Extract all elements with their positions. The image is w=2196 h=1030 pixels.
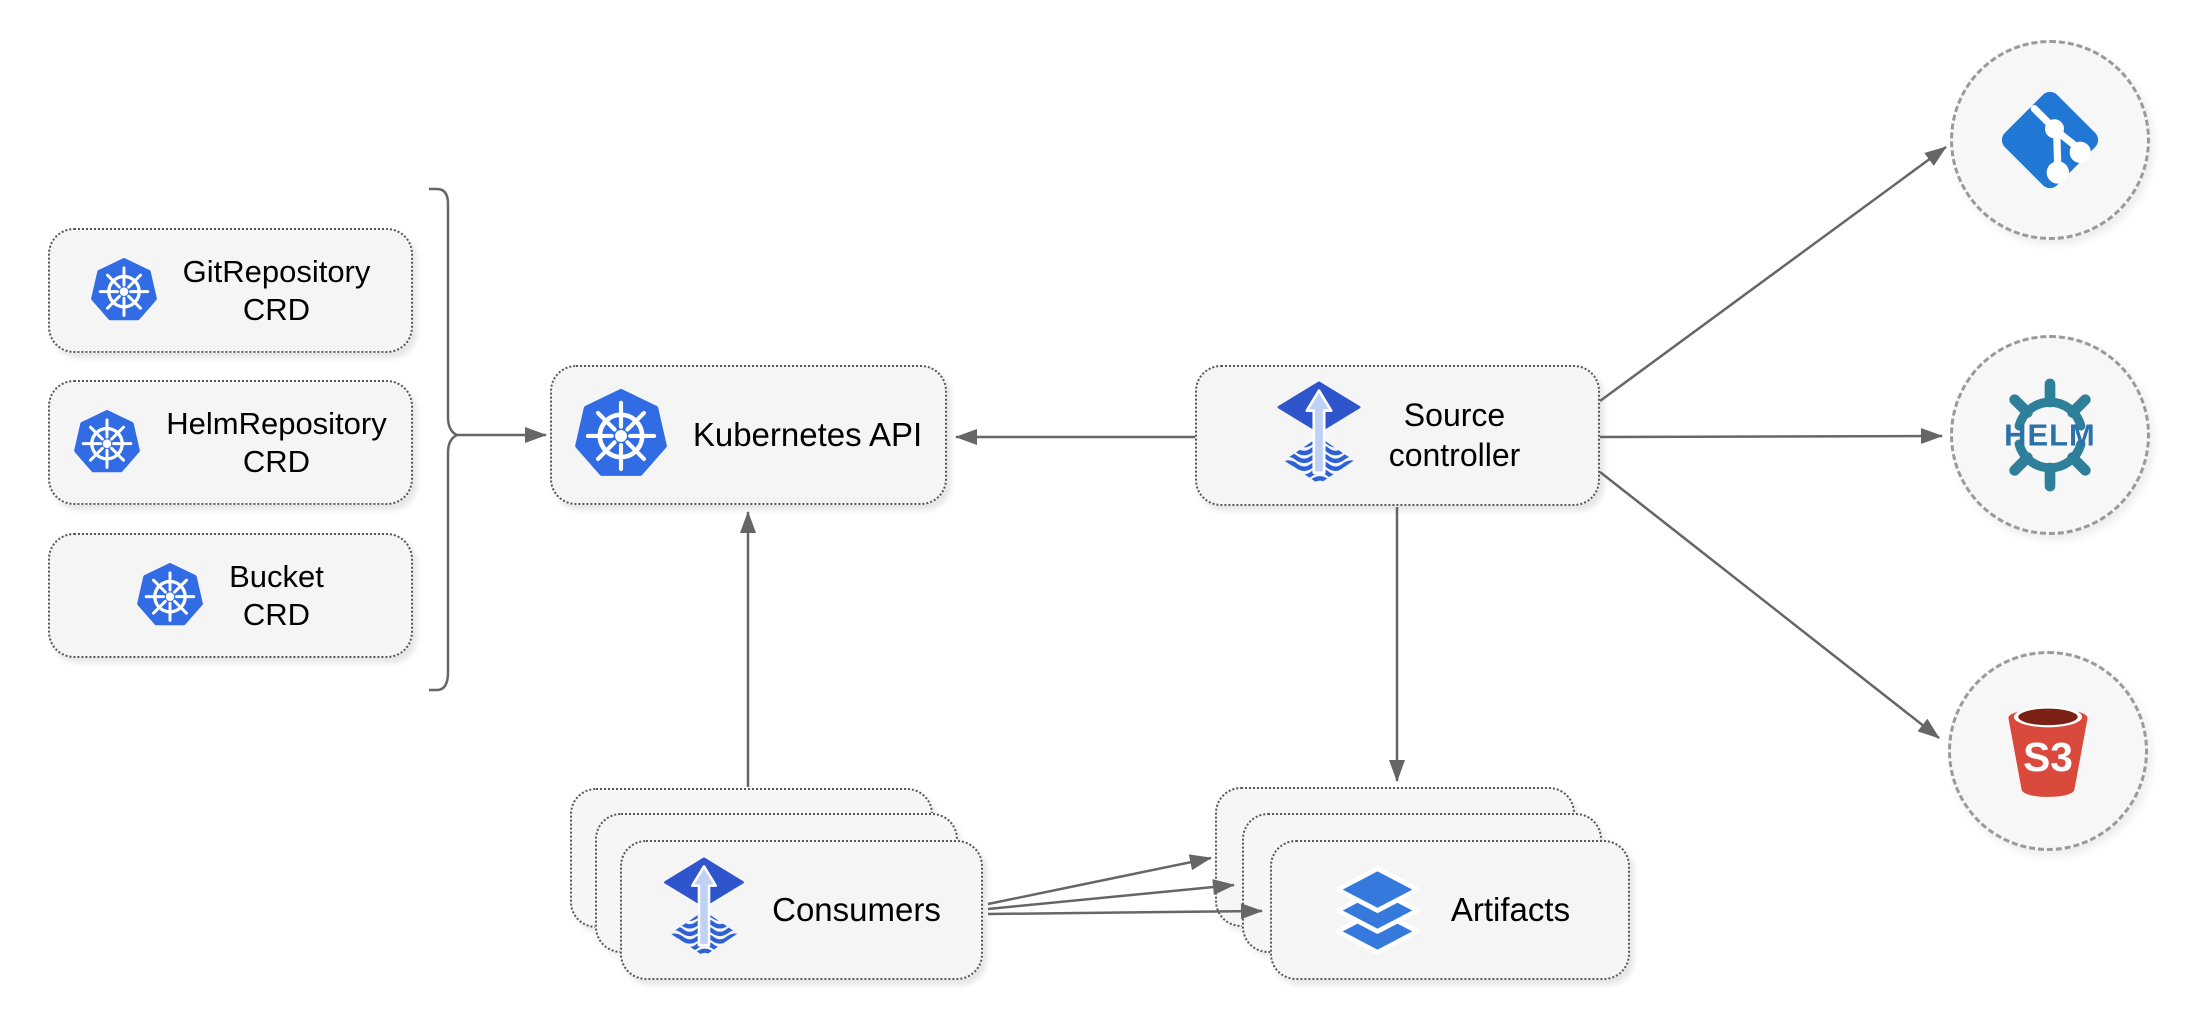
kubernetes-icon	[74, 409, 141, 472]
arrow-consumers-to-artifacts-2	[987, 879, 1235, 911]
kubernetes-icon	[137, 562, 203, 625]
git-icon	[2001, 91, 2099, 189]
arrow-consumers-to-artifacts-1	[987, 854, 1212, 906]
s3-bucket-icon: S3	[2008, 706, 2088, 797]
node-label: Consumers	[772, 890, 941, 928]
flux-source-icon	[1277, 380, 1361, 484]
arrow-source-controller-to-s3	[1599, 471, 1940, 739]
node-label: Artifacts	[1450, 890, 1571, 928]
node-bucket-crd: Bucket CRD	[48, 533, 413, 658]
kubernetes-icon	[90, 257, 157, 320]
arrow-source-controller-to-git	[1599, 145, 1947, 403]
node-helm-repository: HELM	[1950, 335, 2150, 535]
helm-icon: HELM	[2004, 378, 2096, 492]
kubernetes-icon	[575, 389, 667, 476]
helm-logo-text: HELM	[2004, 418, 2096, 453]
node-source-controller: Source controller	[1195, 365, 1600, 506]
node-label: HelmRepository CRD	[166, 405, 387, 479]
node-label: Source controller	[1388, 397, 1521, 473]
node-git-repository	[1950, 40, 2150, 240]
crd-group-bracket	[429, 187, 461, 692]
node-label: Bucket CRD	[229, 558, 324, 632]
flux-source-icon	[664, 857, 745, 957]
node-artifacts: Artifacts	[1270, 840, 1630, 980]
node-label: Kubernetes API	[692, 415, 923, 453]
s3-logo-text: S3	[2023, 734, 2073, 780]
node-kubernetes-api: Kubernetes API	[550, 365, 947, 505]
layers-icon	[1335, 865, 1420, 955]
node-s3-bucket: S3	[1948, 651, 2148, 851]
node-consumers: Consumers	[620, 840, 983, 980]
node-gitrepository-crd: GitRepository CRD	[48, 228, 413, 353]
node-label: GitRepository CRD	[182, 253, 371, 327]
arrow-source-controller-to-helm	[1599, 428, 1943, 445]
node-helmrepository-crd: HelmRepository CRD	[48, 380, 413, 505]
